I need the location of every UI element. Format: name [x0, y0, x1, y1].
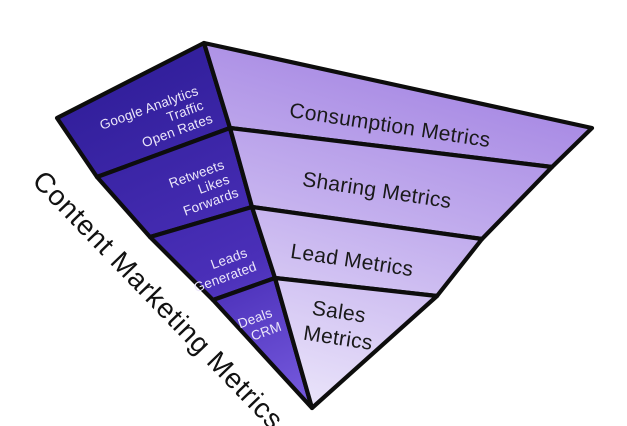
sales-sources-label: Deals CRM: [236, 304, 284, 347]
sales-sources-group: Deals CRM: [236, 304, 284, 347]
band-sales-light-shape: [272, 275, 440, 411]
